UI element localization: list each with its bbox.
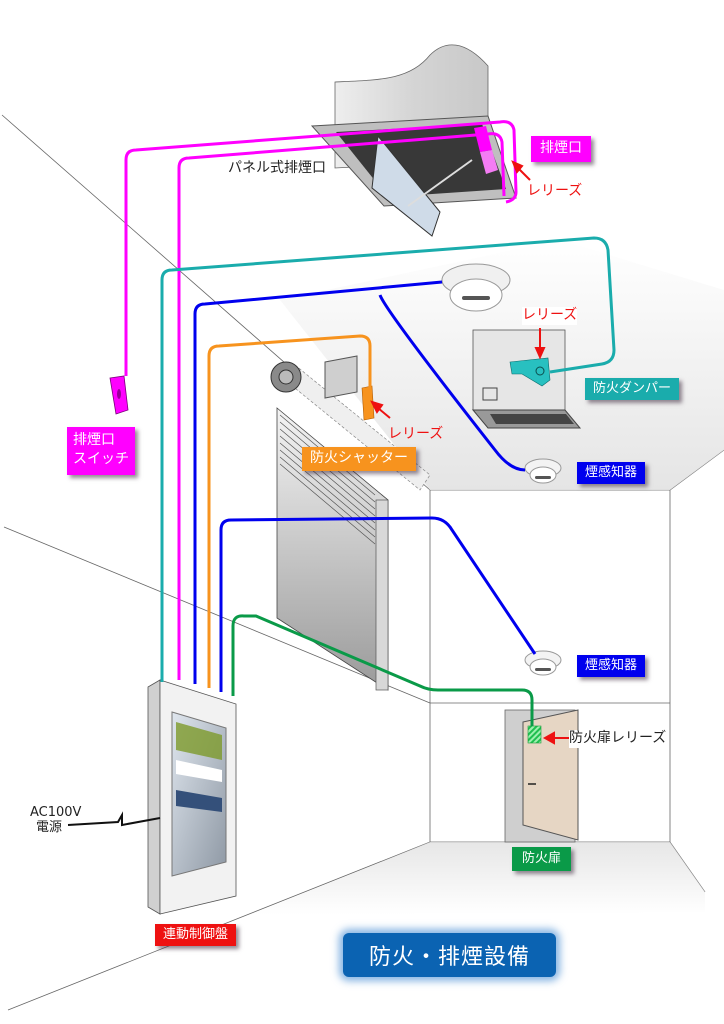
fire-damper-label: 防火ダンパー — [585, 378, 680, 401]
wire-smoke-detector-2 — [219, 516, 537, 692]
damper-release-device — [509, 357, 551, 387]
wire-smoke-vent-outer — [124, 120, 518, 376]
power-source-label: AC100V 電源 — [30, 805, 82, 836]
smoke-vent-release-device — [474, 126, 492, 152]
wire-smoke-vent-inner — [177, 132, 506, 680]
diagram-title: 防火・排煙設備 — [343, 933, 556, 977]
fire-shutter — [270, 355, 431, 691]
release-arrows — [370, 160, 572, 745]
floor-area — [250, 842, 705, 915]
power-source-text: 電源 — [36, 819, 63, 835]
fire-shutter-label: 防火シャッター — [302, 447, 416, 471]
power-voltage: AC100V — [30, 805, 82, 820]
smoke-detector-1-label: 煙感知器 — [577, 462, 646, 485]
shutter-release-label: レリーズ — [388, 426, 444, 442]
wire-smoke-detector-1 — [193, 280, 526, 684]
wire-fire-door — [231, 614, 534, 726]
smoke-detector-1 — [524, 458, 562, 484]
panel-smoke-vent-label: パネル式排煙口 — [228, 160, 326, 176]
fire-door-release-device — [527, 725, 542, 744]
damper-release-label: レリーズ — [522, 307, 578, 325]
smoke-vent-label: 排煙口 — [531, 136, 591, 162]
smoke-detector-2-label: 煙感知器 — [577, 655, 646, 678]
wiring — [124, 120, 616, 726]
power-line-icon — [67, 811, 161, 827]
control-panel-label: 連動制御盤 — [155, 924, 237, 947]
fire-damper — [471, 329, 582, 429]
wire-fire-shutter — [207, 334, 372, 688]
smoke-vent-switch-label-line1: 排煙口 — [73, 432, 115, 448]
interlock-control-panel — [147, 679, 237, 915]
smoke-vent-switch-device — [109, 375, 129, 415]
fire-door-label: 防火扉 — [512, 847, 572, 872]
smoke-detector-2 — [524, 650, 562, 676]
fire-door-release-label: 防火扉レリーズ — [569, 730, 667, 748]
smoke-vent-switch-label-line2: スイッチ — [73, 450, 129, 467]
smoke-detector-ceiling-damper — [441, 263, 511, 312]
wire-fire-damper — [160, 236, 616, 682]
smoke-vent-release-label: レリーズ — [527, 183, 583, 199]
fire-door — [504, 709, 579, 843]
smoke-vent-switch-label: 排煙口 スイッチ — [67, 427, 135, 475]
